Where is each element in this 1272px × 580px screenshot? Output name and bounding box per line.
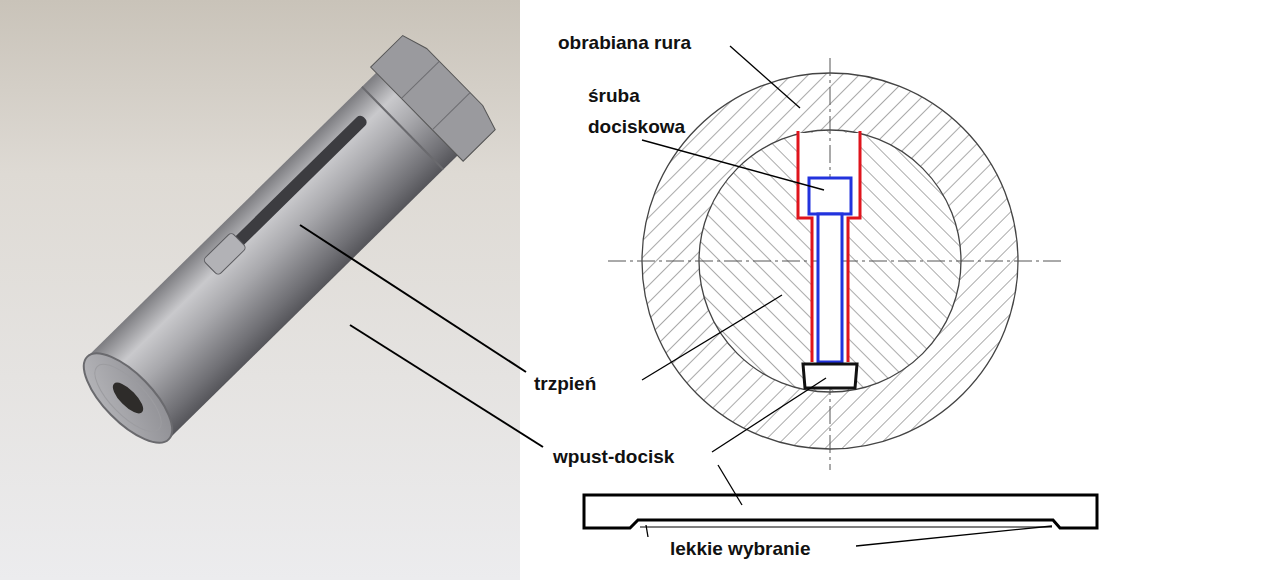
part-label: wpust-docisk xyxy=(553,441,713,472)
part-label: trzpień xyxy=(534,368,644,399)
leader-line xyxy=(350,325,543,447)
part-label: obrabiana rura xyxy=(558,27,748,58)
leader-line xyxy=(300,225,526,372)
mandrel-photo xyxy=(65,30,501,462)
part-label: lekkie wybranie xyxy=(670,533,850,564)
key-side-view xyxy=(584,495,1097,528)
recess-line xyxy=(640,527,1052,528)
part-label: śruba dociskowa xyxy=(588,80,708,142)
photo-background xyxy=(0,0,520,580)
leader-lines xyxy=(642,46,1052,546)
